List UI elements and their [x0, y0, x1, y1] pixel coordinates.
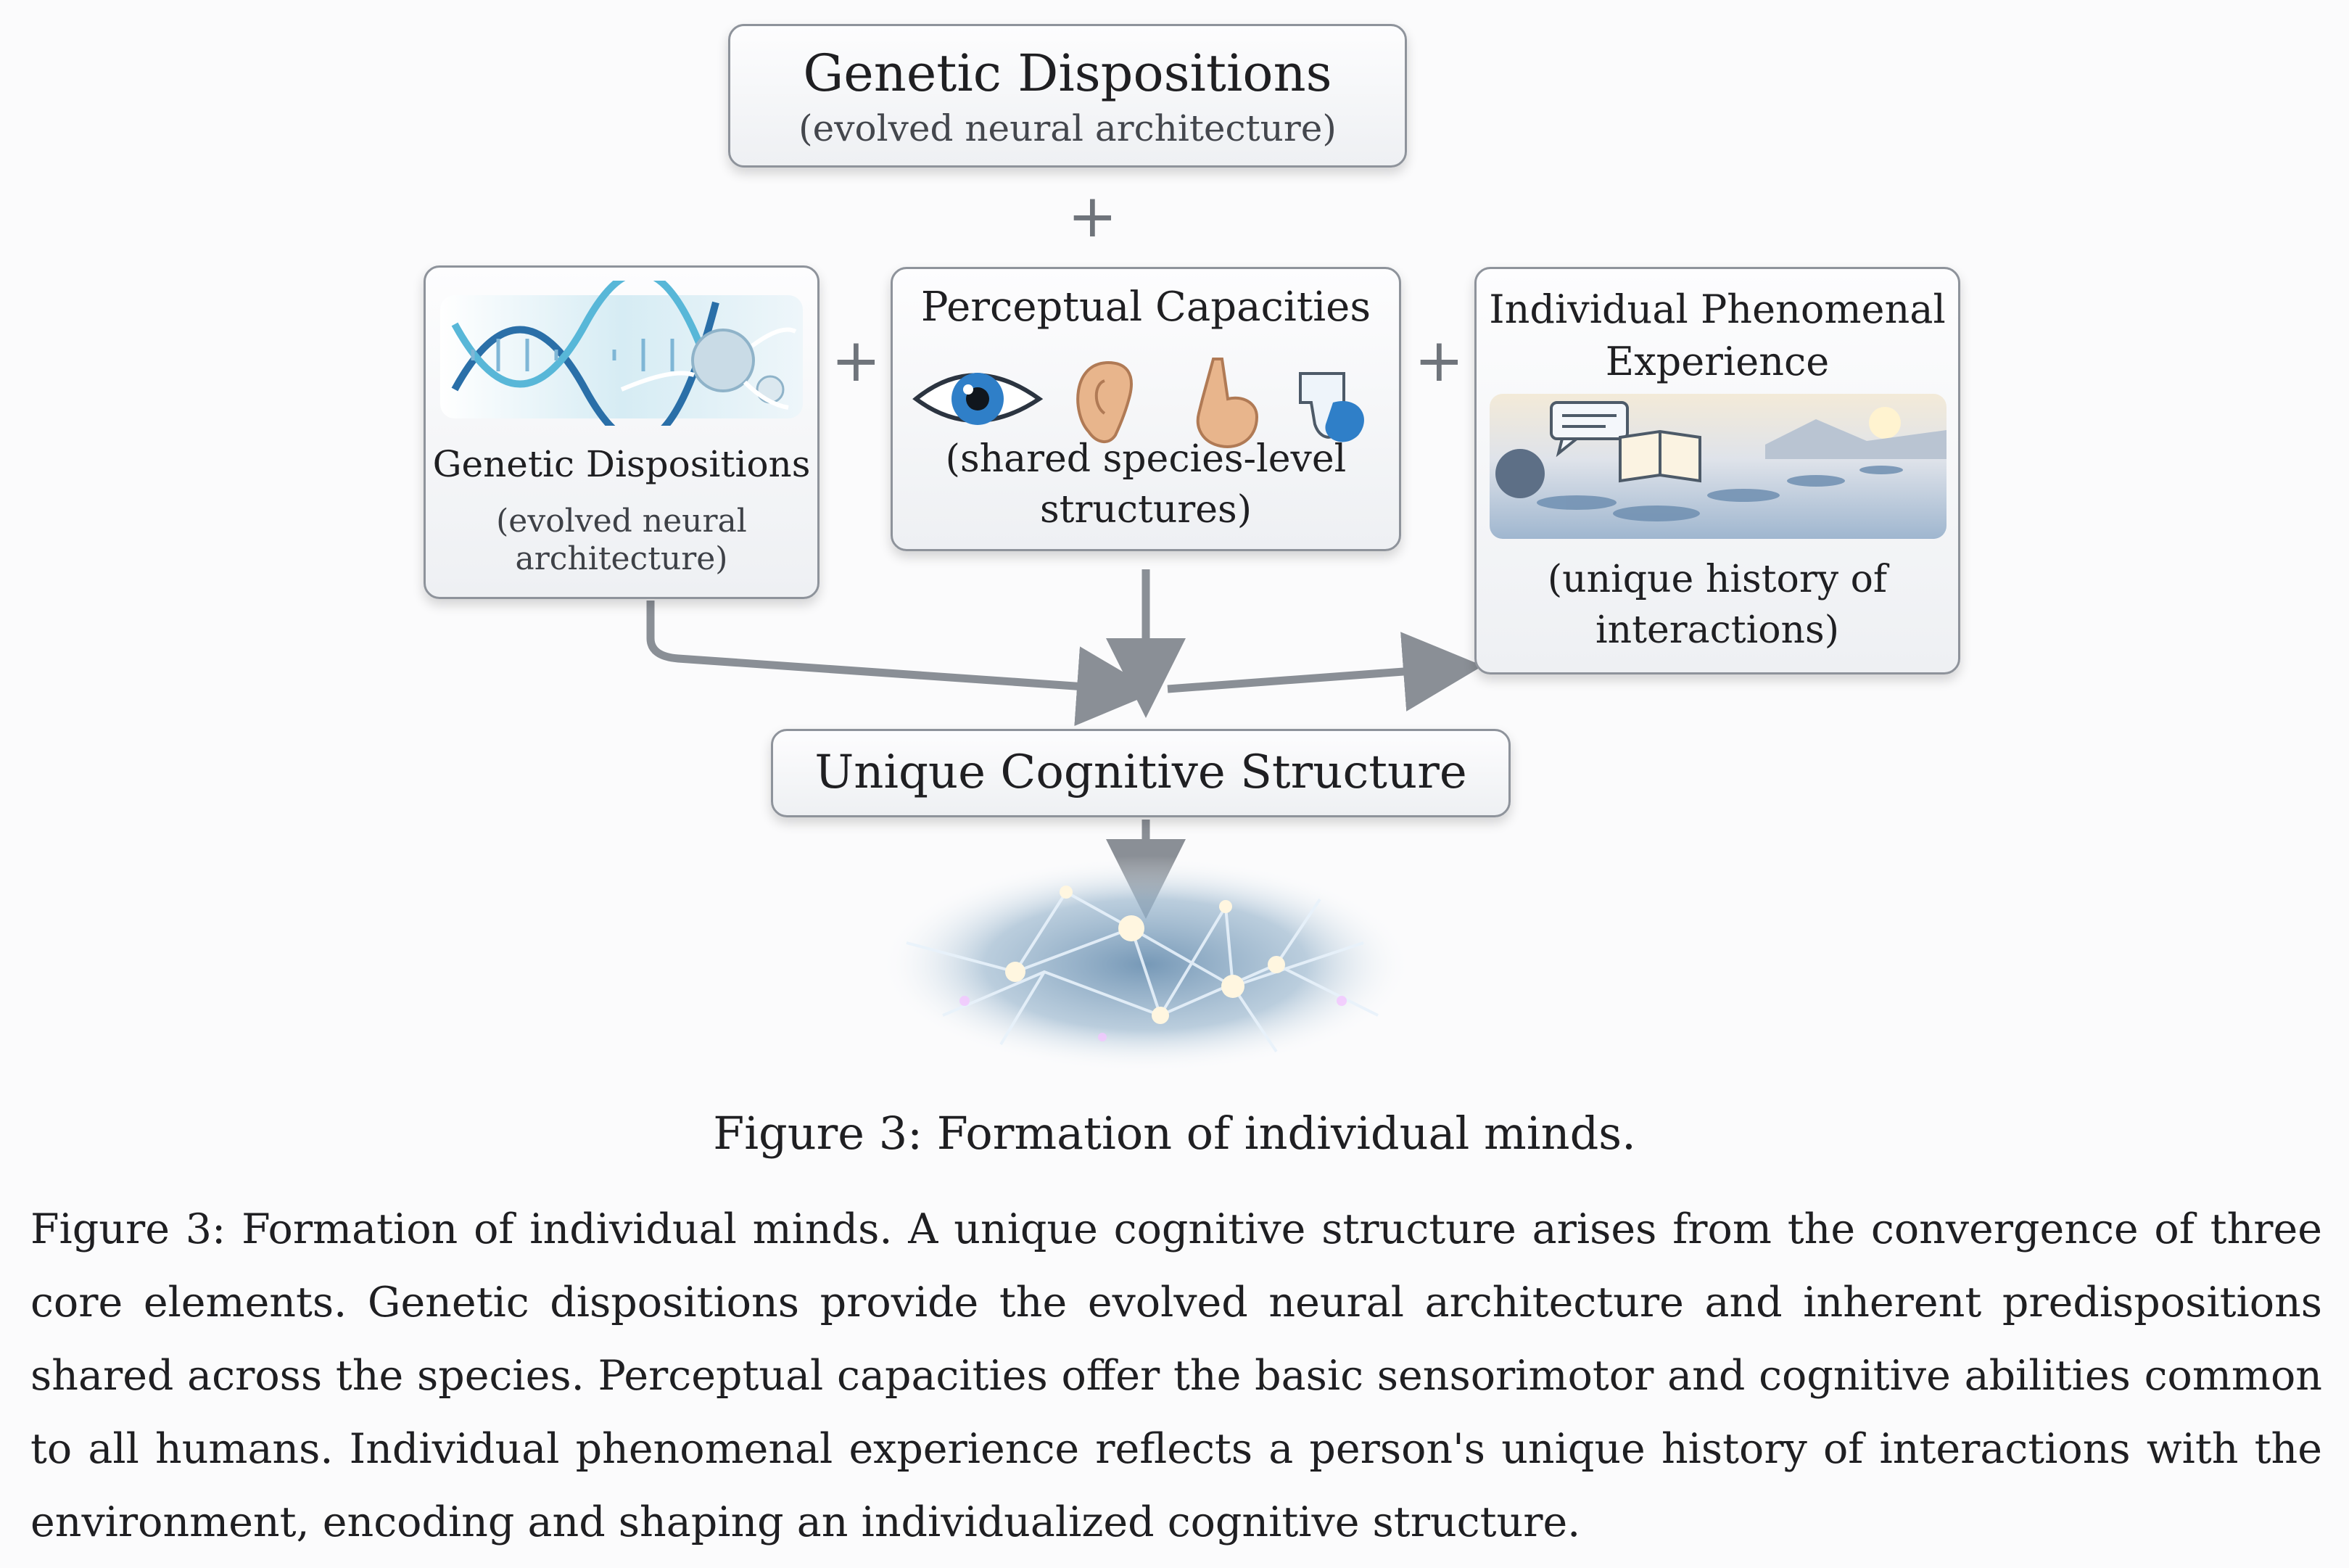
genetic-dispositions-box: Genetic Dispositions (evolved neural arc… [424, 265, 820, 599]
taste-tongue-icon [1299, 372, 1364, 442]
dna-icon [451, 281, 719, 426]
middle-box-subtitle-1: (shared species-level [945, 437, 1347, 481]
left-box-subtitle-1: (evolved neural [496, 503, 747, 540]
phenomenal-experience-box: Individual Phenomenal Experience (unique… [1474, 267, 1960, 674]
person-head-icon [1495, 449, 1545, 498]
touch-hand-icon [1196, 358, 1259, 448]
neural-network-illustration [878, 856, 1414, 1073]
ear-icon [1076, 360, 1133, 443]
plus-right: + [1414, 326, 1464, 395]
left-box-title: Genetic Dispositions [432, 443, 811, 485]
open-book-icon [1619, 429, 1701, 483]
middle-box-subtitle-2: structures) [1039, 488, 1252, 532]
perceptual-capacities-box: Perceptual Capacities (shared species-le… [891, 267, 1401, 551]
eye-icon [912, 373, 1044, 425]
result-box-title: Unique Cognitive Structure [814, 746, 1467, 799]
senses-illustration [912, 358, 1364, 448]
left-box-subtitle-2: architecture) [515, 540, 728, 577]
unique-cognitive-structure-box: Unique Cognitive Structure [771, 729, 1511, 817]
arrow-center-to-right [1167, 632, 1483, 711]
figure-caption: Figure 3: Formation of individual minds.… [30, 1205, 2322, 1546]
right-box-subtitle-1: (unique history of [1547, 558, 1888, 601]
top-box-title: Genetic Dispositions [803, 44, 1332, 103]
neuron-cell-icon [620, 327, 797, 410]
top-genetic-box: Genetic Dispositions (evolved neural arc… [728, 24, 1407, 168]
figure-title: Figure 3: Formation of individual minds. [713, 1107, 1636, 1160]
plus-top: + [1068, 182, 1118, 251]
right-box-title-1: Individual Phenomenal [1489, 286, 1946, 332]
speech-bubble-icon [1550, 401, 1629, 458]
arrow-left-to-center [646, 601, 1157, 727]
dna-illustration [440, 281, 803, 426]
experience-landscape-illustration [1490, 394, 1947, 539]
right-box-title-2: Experience [1605, 339, 1830, 384]
middle-box-title: Perceptual Capacities [920, 284, 1371, 331]
top-box-subtitle: (evolved neural architecture) [798, 107, 1337, 149]
right-box-subtitle-2: interactions) [1595, 608, 1840, 652]
plus-left: + [831, 326, 881, 395]
